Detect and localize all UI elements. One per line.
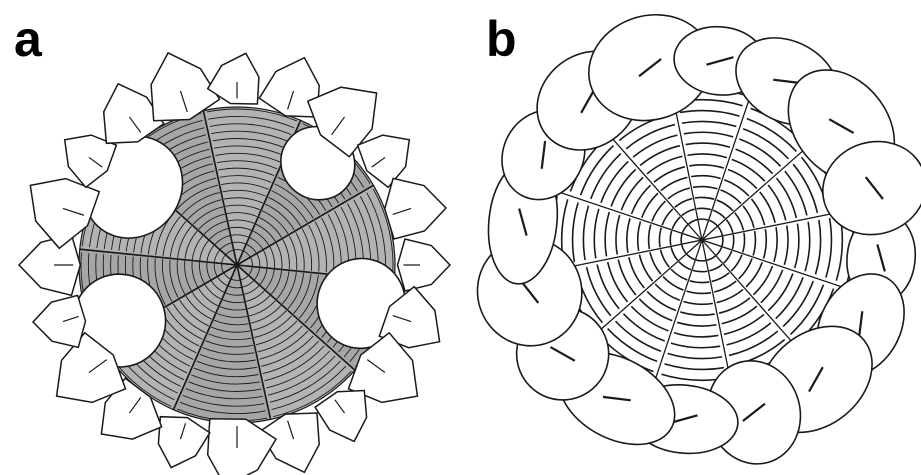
panel-a: a [0,0,470,475]
ring-line-b [698,219,708,220]
panel-a-label: a [14,14,42,64]
faceted-cap-a-9 [33,295,86,347]
ring-line-b [722,236,723,246]
panel-b: b [470,0,921,475]
ring-line-b [681,234,682,244]
panel-b-drawing [470,0,921,475]
faceted-cap-a-6 [158,417,209,468]
panel-b-label: b [486,14,517,64]
ring-line-b [696,260,706,261]
faceted-cap-a-19 [385,178,446,239]
panel-a-drawing [0,0,470,475]
